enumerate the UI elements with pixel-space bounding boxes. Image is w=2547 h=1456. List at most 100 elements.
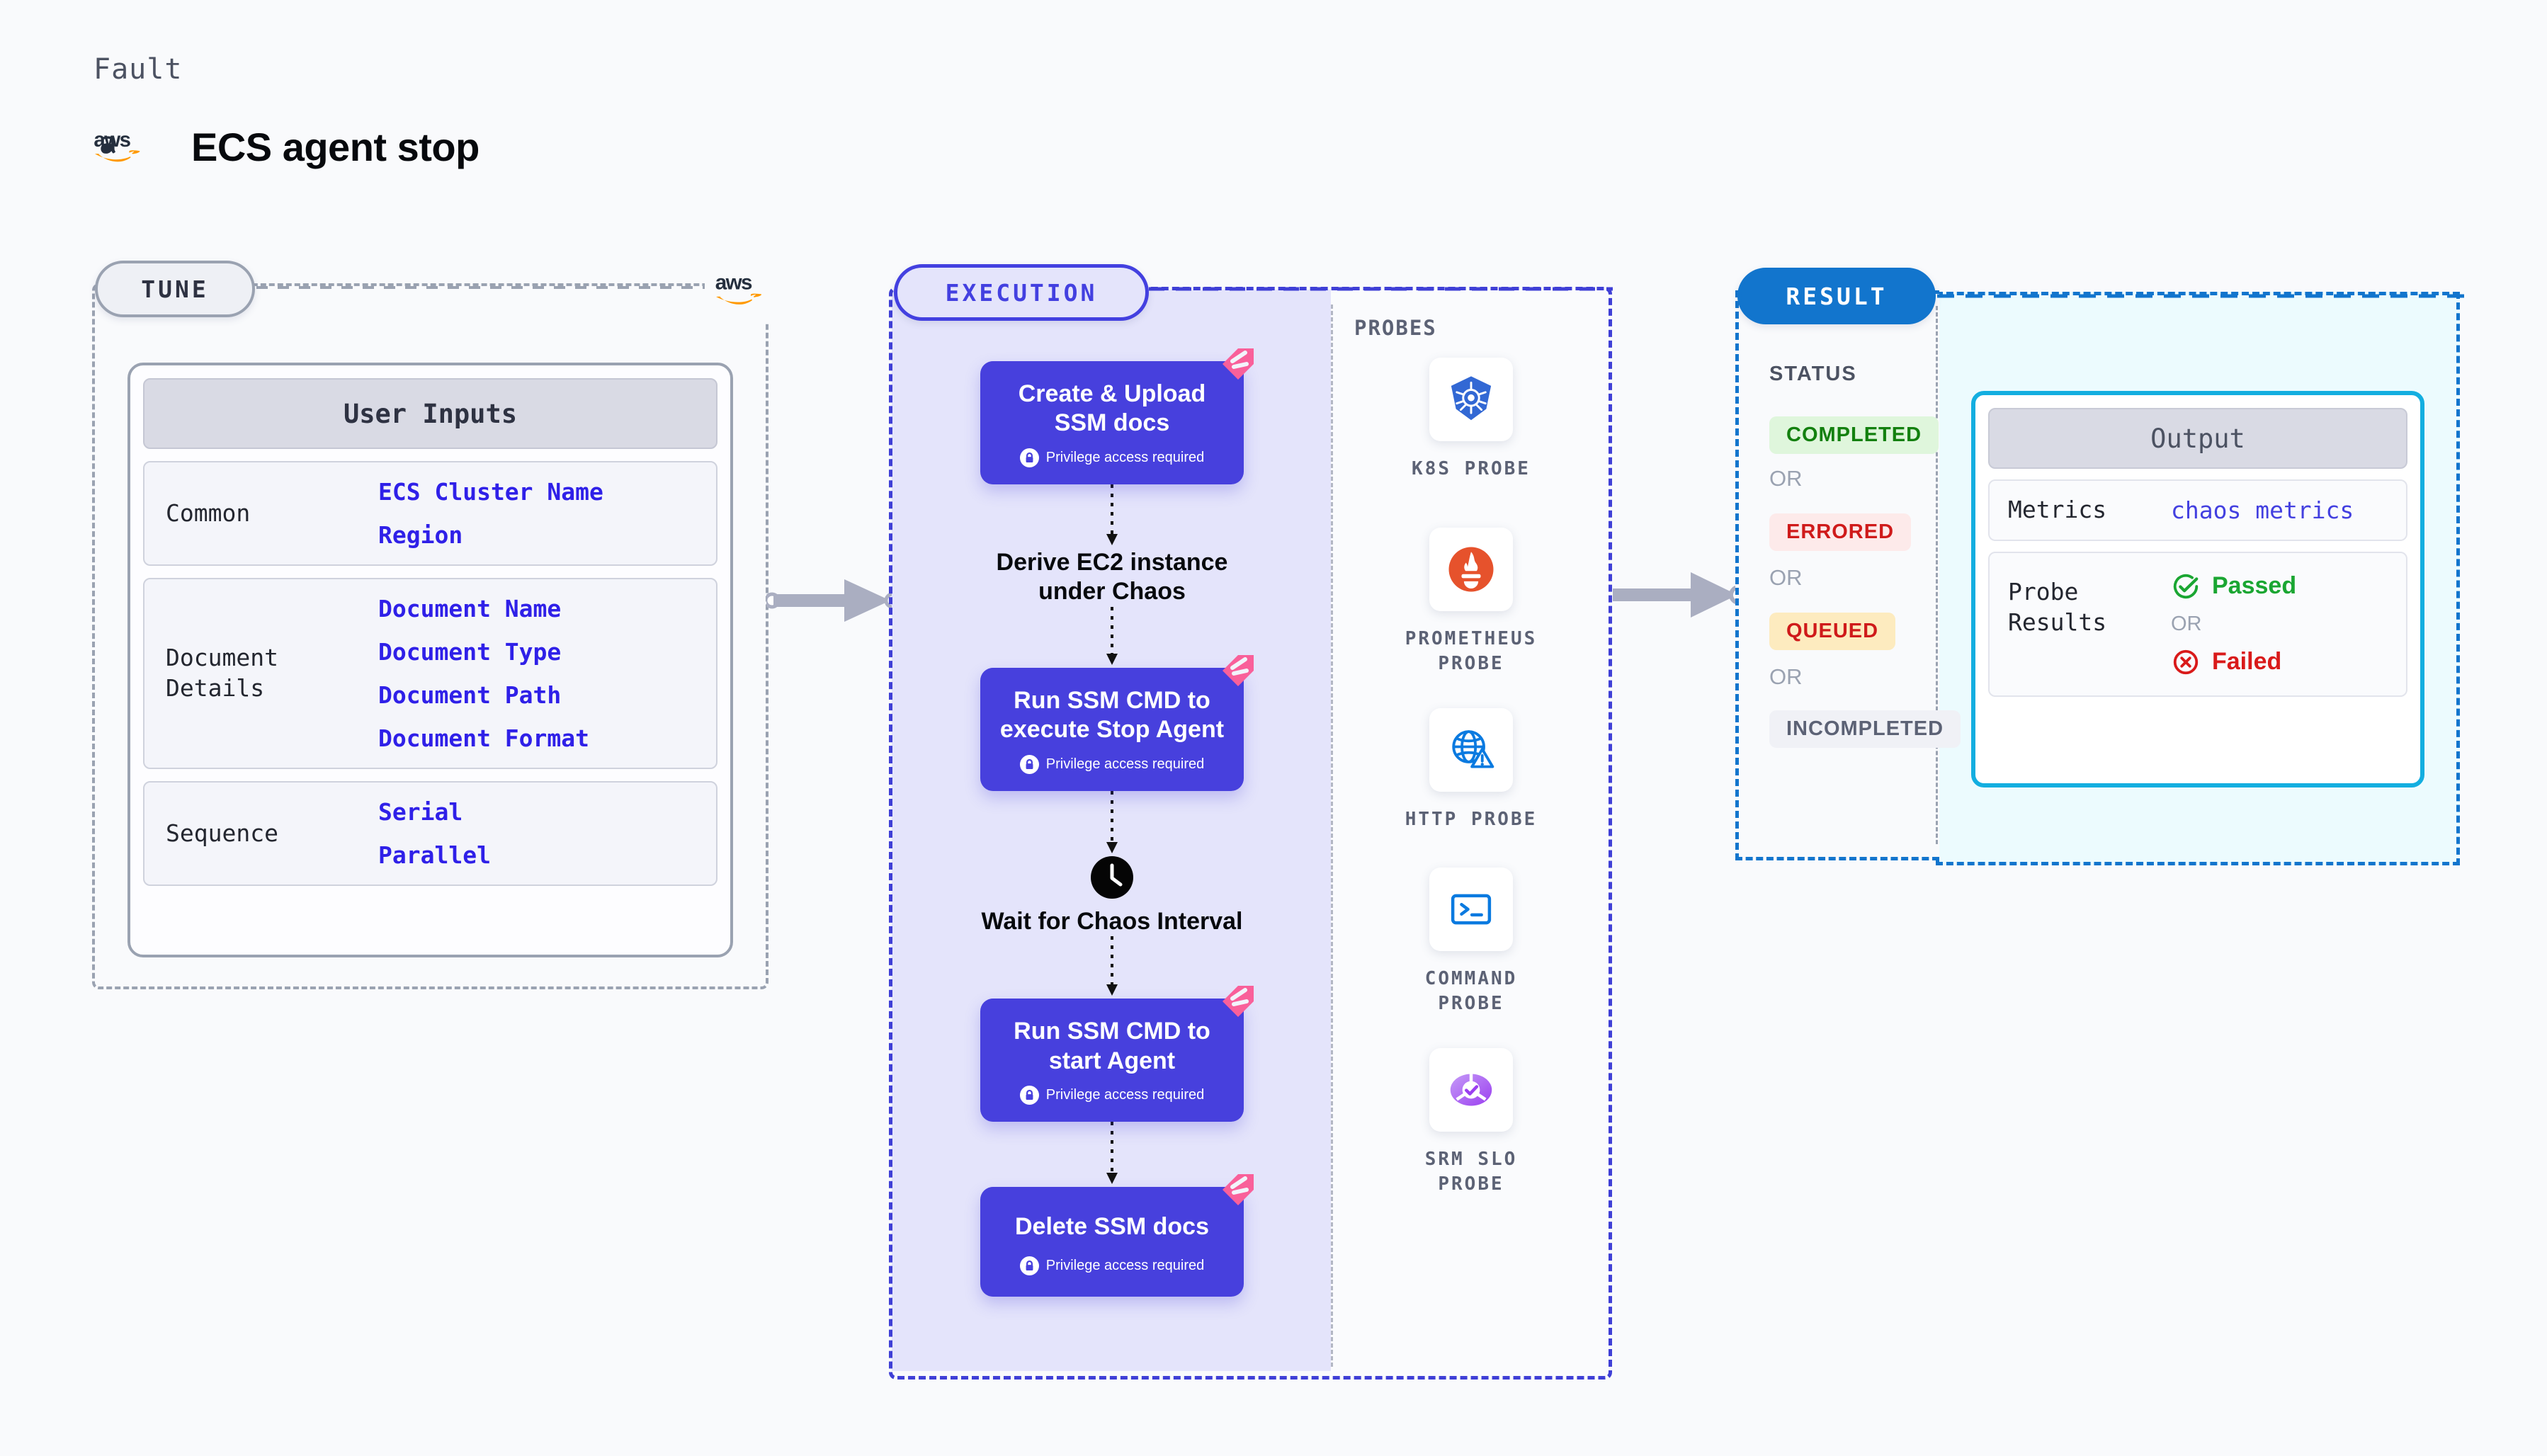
privilege-note: Privilege access required <box>994 448 1230 467</box>
command-terminal-icon <box>1451 894 1492 925</box>
probes-panel-fill <box>1331 290 1609 1377</box>
privilege-note: Privilege access required <box>994 754 1230 774</box>
flow-node-title: Run SSM CMD to execute Stop Agent <box>999 686 1225 744</box>
execution-panel-boundary <box>889 287 1612 1380</box>
probe-prometheus[interactable]: PROMETHEUS PROBE <box>1390 528 1553 676</box>
probe-http[interactable]: HTTP PROBE <box>1390 708 1553 832</box>
tune-value[interactable]: ECS Cluster Name <box>378 478 603 506</box>
tune-value[interactable]: Serial <box>378 798 463 826</box>
lock-icon <box>1019 1086 1039 1105</box>
execution-flow: Create & Upload SSM docs Privilege acces… <box>960 348 1264 1297</box>
tune-row-common: Common ECS Cluster Name Region <box>143 461 717 566</box>
chaos-badge-icon <box>1223 654 1254 686</box>
flow-node-title: Wait for Chaos Interval <box>981 907 1243 935</box>
tune-row-label: Sequence <box>166 819 278 847</box>
flow-connector <box>960 790 1264 856</box>
privilege-note-text: Privilege access required <box>1045 449 1205 465</box>
svg-text:aws: aws <box>93 128 130 152</box>
probe-command[interactable]: COMMAND PROBE <box>1390 868 1553 1016</box>
output-row-label: Metrics <box>2008 496 2107 523</box>
probe-result-passed-label: Passed <box>2212 572 2297 600</box>
privilege-note: Privilege access required <box>994 1256 1230 1275</box>
flow-node-run-ssm-cmd-stop-agent[interactable]: Run SSM CMD to execute Stop Agent Privil… <box>980 654 1254 791</box>
flow-node-title: Create & Upload SSM docs <box>1018 380 1206 437</box>
probe-icon-tile <box>1429 1048 1513 1132</box>
flow-node-derive-ec2-instance: Derive EC2 instance under Chaos <box>970 548 1254 607</box>
aws-logo: aws <box>93 128 140 161</box>
status-panel-boundary <box>1735 290 1939 860</box>
flow-node-run-ssm-cmd-start-agent[interactable]: Run SSM CMD to start Agent Privilege acc… <box>980 986 1254 1122</box>
arrow-execution-to-result <box>1613 572 1749 618</box>
svg-text:aws: aws <box>715 271 752 295</box>
probe-result-failed-label: Failed <box>2212 648 2282 676</box>
privilege-note-text: Privilege access required <box>1045 756 1205 772</box>
flow-node-title: Delete SSM docs <box>1015 1213 1209 1241</box>
lock-icon <box>1019 754 1039 774</box>
kubernetes-icon <box>1451 376 1492 421</box>
tune-row-document-details: Document Details Document Name Document … <box>143 578 717 769</box>
probe-result-options: Passed OR Failed <box>2171 571 2296 677</box>
tune-leader-line <box>256 286 710 289</box>
flow-connector <box>960 606 1264 668</box>
clock-icon <box>1091 855 1133 899</box>
flow-connector <box>960 484 1264 548</box>
probe-srm-slo[interactable]: SRM SLO PROBE <box>1390 1048 1553 1197</box>
chaos-badge-icon <box>1223 1174 1254 1206</box>
tune-value[interactable]: Region <box>378 521 463 549</box>
tune-value[interactable]: Document Format <box>378 724 590 752</box>
status-or-3: OR <box>1769 664 1803 689</box>
tune-row-label: Common <box>166 499 251 527</box>
tune-row-values: Document Name Document Type Document Pat… <box>378 595 589 752</box>
flow-node-delete-ssm-docs[interactable]: Delete SSM docs Privilege access require… <box>980 1174 1254 1297</box>
probe-name: SRM SLO PROBE <box>1424 1149 1518 1195</box>
status-or-1: OR <box>1769 466 1803 491</box>
flow-node-create-upload-ssm-docs[interactable]: Create & Upload SSM docs Privilege acces… <box>980 348 1254 484</box>
check-circle-icon <box>2173 574 2199 599</box>
probe-name: COMMAND PROBE <box>1424 968 1518 1015</box>
tune-row-label: Document Details <box>166 644 278 702</box>
lock-icon <box>1019 448 1039 467</box>
output-header: Output <box>1988 408 2407 469</box>
prometheus-icon <box>1448 547 1494 592</box>
probe-name: K8S PROBE <box>1412 458 1531 479</box>
output-metrics-value[interactable]: chaos metrics <box>2171 496 2354 524</box>
x-circle-icon <box>2173 649 2199 675</box>
probe-k8s[interactable]: K8S PROBE <box>1390 358 1553 482</box>
execution-pill-label: EXECUTION <box>894 264 1149 321</box>
flow-node-title: Derive EC2 instance under Chaos <box>996 548 1228 605</box>
page-kicker: Fault <box>93 53 183 86</box>
result-leader-line <box>1937 294 2465 298</box>
probe-icon-tile <box>1429 358 1513 441</box>
probe-name: HTTP PROBE <box>1405 809 1538 830</box>
status-or-2: OR <box>1769 565 1803 590</box>
probe-icon-tile <box>1429 868 1513 951</box>
http-globe-warning-icon <box>1452 730 1494 768</box>
execution-leader-line <box>1149 287 1613 291</box>
status-badge-errored: ERRORED <box>1769 513 1912 551</box>
status-badge-queued: QUEUED <box>1769 613 1896 650</box>
page-title: ECS agent stop <box>191 125 480 169</box>
tune-value[interactable]: Document Path <box>378 681 562 709</box>
probe-icon-tile <box>1429 528 1513 611</box>
status-section-title: STATUS <box>1769 363 1857 385</box>
status-badge-incompleted: INCOMPLETED <box>1769 710 1961 748</box>
tune-value[interactable]: Parallel <box>378 841 491 869</box>
probe-result-or: OR <box>2171 612 2202 635</box>
tune-value[interactable]: Document Name <box>378 595 562 622</box>
tune-value[interactable]: Document Type <box>378 638 562 666</box>
flow-connector <box>960 936 1264 999</box>
flow-node-wait-for-chaos-interval: Wait for Chaos Interval <box>970 855 1254 936</box>
arrow-tune-to-execution <box>766 579 901 622</box>
probe-result-passed: Passed <box>2171 571 2296 601</box>
chaos-badge-icon <box>1223 348 1254 380</box>
probe-result-failed: Failed <box>2171 647 2296 677</box>
user-inputs-card: User Inputs Common ECS Cluster Name Regi… <box>127 363 733 957</box>
probe-icon-tile <box>1429 708 1513 792</box>
output-row-label: Probe Results <box>2008 577 2107 636</box>
flow-connector <box>960 1122 1264 1187</box>
output-row-metrics: Metrics chaos metrics <box>1988 479 2407 541</box>
chaos-badge-icon <box>1223 986 1254 1018</box>
result-pill-label: RESULT <box>1737 268 1936 324</box>
srm-slo-icon <box>1450 1074 1492 1106</box>
user-inputs-header: User Inputs <box>143 378 717 449</box>
